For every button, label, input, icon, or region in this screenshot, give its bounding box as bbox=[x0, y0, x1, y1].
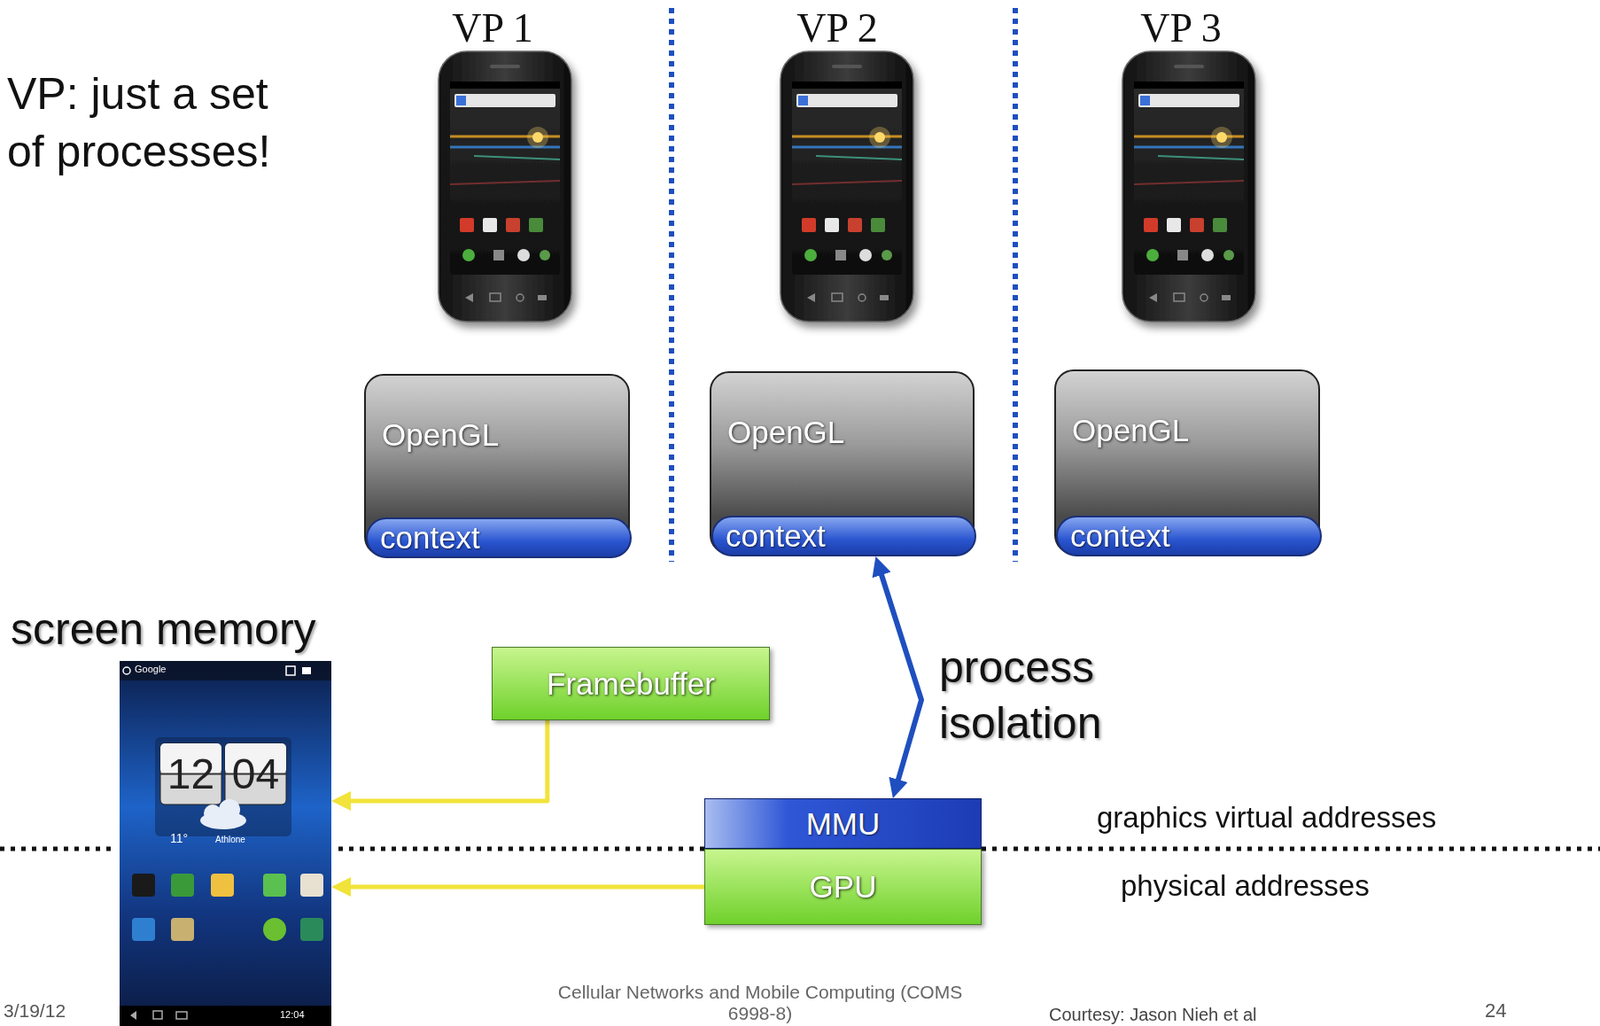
api-box: OpenGL context bbox=[709, 371, 975, 555]
node-text: OpenGL bbox=[381, 416, 499, 454]
hardware-box: GPU bbox=[704, 848, 982, 925]
node-text: MMU bbox=[806, 805, 881, 843]
node-text: context bbox=[725, 517, 826, 555]
clock-digits: 12 bbox=[160, 743, 222, 805]
connector-arrow bbox=[341, 720, 548, 801]
layer-label: graphics virtual addresses bbox=[1096, 800, 1437, 836]
node-text: OpenGL bbox=[1071, 411, 1189, 450]
city-name: Athlone bbox=[215, 834, 246, 846]
vp-label: VP 3 bbox=[1110, 3, 1252, 53]
status-clock: 12:04 bbox=[279, 1009, 305, 1021]
temperature: 11° bbox=[170, 831, 188, 847]
phone-illustrations bbox=[438, 51, 1256, 322]
clock-digits: 04 bbox=[225, 743, 287, 805]
connector-arrow bbox=[341, 885, 705, 890]
context-band: context bbox=[1056, 515, 1322, 557]
node-text: screen memory bbox=[10, 602, 317, 656]
screen-text: Google bbox=[134, 663, 166, 676]
slide-note: VP: just a set of processes! bbox=[7, 65, 309, 181]
page-number: 24 bbox=[1484, 999, 1507, 1023]
vp-separators bbox=[671, 7, 1016, 562]
context-band: context bbox=[365, 517, 632, 559]
api-box: OpenGL context bbox=[364, 373, 630, 557]
screen-memory: screen memory bbox=[10, 602, 332, 1026]
api-box: OpenGL context bbox=[1054, 369, 1321, 555]
vp-label: VP 2 bbox=[766, 3, 909, 53]
vp-label: VP 1 bbox=[421, 3, 564, 53]
slide-date: 3/19/12 bbox=[3, 999, 66, 1022]
node-text: GPU bbox=[809, 868, 878, 906]
connector-arrow bbox=[878, 565, 922, 789]
hardware-box: Framebuffer bbox=[491, 646, 770, 721]
node-text: context bbox=[1070, 517, 1171, 555]
course-footer: Cellular Networks and Mobile Computing (… bbox=[547, 981, 973, 1024]
edge-label: process isolation bbox=[939, 639, 1170, 751]
layer-label: physical addresses bbox=[1120, 868, 1370, 904]
node-text: OpenGL bbox=[727, 413, 845, 451]
mmu-box: MMU bbox=[704, 798, 982, 849]
node-text: Framebuffer bbox=[546, 665, 715, 703]
node-text: context bbox=[380, 519, 481, 557]
tablet-screenshot bbox=[119, 660, 332, 1026]
context-band: context bbox=[711, 515, 977, 557]
credit-footer: Courtesy: Jason Nieh et al bbox=[1048, 1003, 1258, 1026]
